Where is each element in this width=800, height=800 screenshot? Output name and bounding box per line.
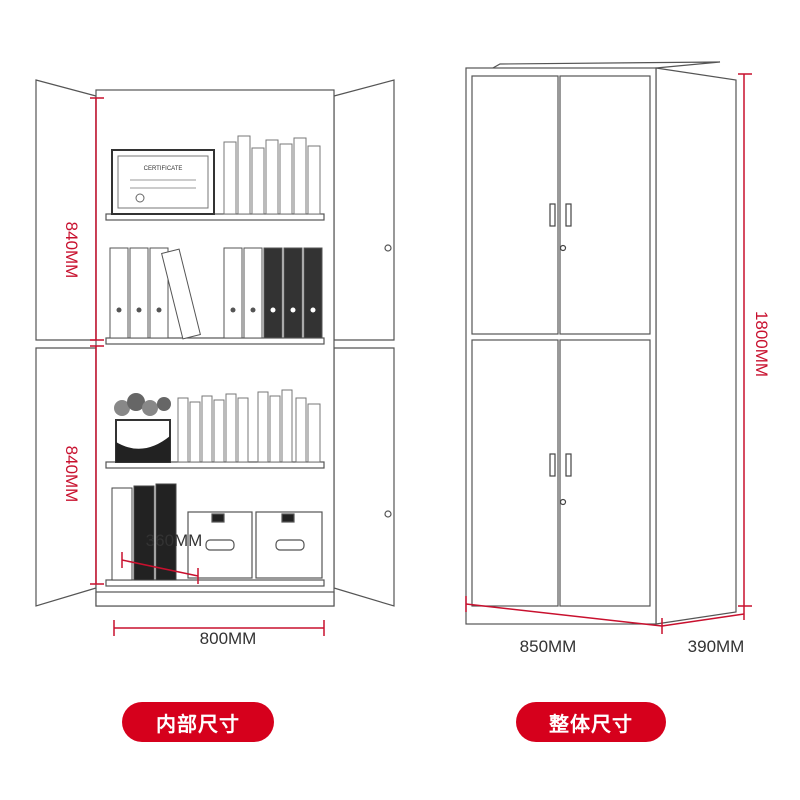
shelf-2 <box>105 337 325 345</box>
door-handles <box>549 203 572 506</box>
dim-inner-depth: 360MM <box>146 531 203 550</box>
plant-pot <box>114 393 171 463</box>
interior-size-badge: 内部尺寸 <box>122 702 274 742</box>
cabinet-side-panel <box>655 67 737 625</box>
handle-upper-left <box>549 203 556 227</box>
binders-shelf-2 <box>109 247 323 340</box>
door-upper-right <box>559 75 651 335</box>
right-door-lock-top <box>384 244 392 252</box>
certificate-title: CERTIFICATE <box>144 166 183 172</box>
dimension-lines <box>90 73 752 636</box>
binders-shelf-4 <box>111 483 177 581</box>
dim-outer-height: 1800MM <box>752 311 771 377</box>
left-door-top <box>35 79 97 341</box>
dim-outer-depth: 390MM <box>688 637 745 656</box>
books-shelf-3 <box>177 389 321 463</box>
cabinet-plinth <box>95 591 335 607</box>
storage-boxes <box>187 511 323 579</box>
handle-upper-right <box>565 203 572 227</box>
dim-outer-width: 850MM <box>520 637 577 656</box>
overall-size-badge: 整体尺寸 <box>516 702 666 742</box>
books-shelf-1 <box>223 135 321 215</box>
handle-lower-right <box>565 453 572 477</box>
lock-lower <box>559 498 567 506</box>
closed-cabinet <box>465 61 737 625</box>
dim-inner-width: 800MM <box>200 629 257 648</box>
shelf-4 <box>105 579 325 587</box>
right-door-top <box>333 79 395 341</box>
dim-inner-top-height: 840MM <box>62 222 81 279</box>
door-upper-left <box>471 75 559 335</box>
right-door-lock-bottom <box>384 510 392 518</box>
door-lower-left <box>471 339 559 607</box>
door-lower-right <box>559 339 651 607</box>
dim-inner-bottom-height: 840MM <box>62 446 81 503</box>
handle-lower-left <box>549 453 556 477</box>
certificate-frame: CERTIFICATE <box>111 149 215 215</box>
lock-upper <box>559 244 567 252</box>
right-door-bottom <box>333 347 395 607</box>
